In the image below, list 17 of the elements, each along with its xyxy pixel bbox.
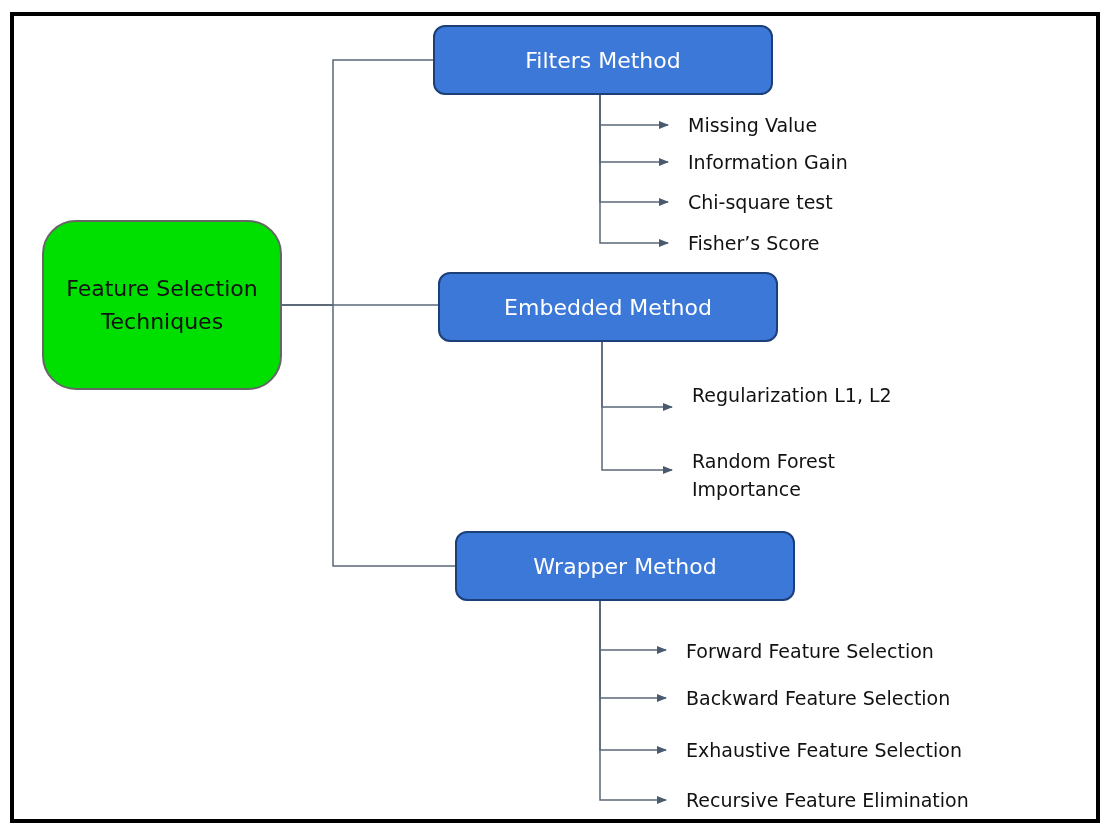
technique-label: Forward Feature Selection [686, 637, 1066, 665]
method-box: Wrapper Method [455, 531, 795, 601]
connector-arrow [601, 341, 673, 474]
technique-label: Missing Value [688, 111, 988, 139]
method-box: Embedded Method [438, 272, 778, 342]
method-box: Filters Method [433, 25, 773, 95]
technique-label: Recursive Feature Elimination [686, 786, 1076, 814]
technique-label: Regularization L1, L2 [692, 381, 942, 409]
technique-label: Fisher’s Score [688, 229, 988, 257]
root-box: Feature Selection Techniques [42, 220, 282, 390]
technique-label: Backward Feature Selection [686, 684, 1066, 712]
technique-label: Information Gain [688, 148, 988, 176]
technique-label: Exhaustive Feature Selection [686, 736, 1076, 764]
technique-label: Chi-square test [688, 188, 988, 216]
connector-arrow [599, 94, 669, 247]
connector-arrow [599, 600, 667, 804]
technique-label: Random Forest Importance [692, 447, 942, 503]
